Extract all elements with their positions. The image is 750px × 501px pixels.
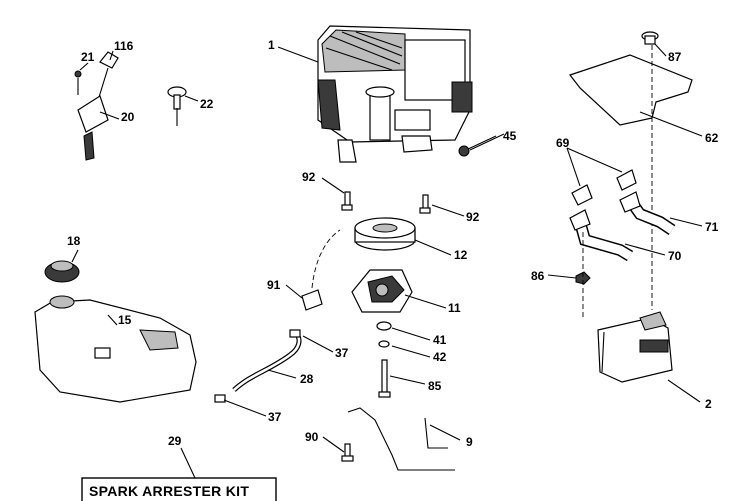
bolt-92-right [419,194,431,214]
label-91: 91 [267,278,281,292]
label-11: 11 [448,301,461,315]
label-70: 70 [668,249,682,263]
label-18: 18 [67,234,81,248]
label-37-top: 37 [335,346,349,360]
label-71: 71 [705,220,719,234]
label-22: 22 [200,97,214,111]
label-92-right: 92 [466,210,480,224]
leader-lines [71,43,703,479]
bolt-85 [378,359,391,398]
label-12: 12 [454,248,468,262]
label-41: 41 [433,333,447,347]
clamp-37-bottom [214,394,226,403]
engine [317,25,473,163]
spacer-91 [301,229,341,311]
spark-arrester-kit-box: SPARK ARRESTER KIT [81,477,277,501]
label-92-left: 92 [302,170,316,184]
clutch-11 [351,269,413,313]
label-2: 2 [705,397,712,411]
bolt-90 [341,443,354,462]
heat-shield-62 [569,54,693,126]
throttle-control [74,51,119,161]
rod-9 [347,407,455,471]
label-1: 1 [268,38,275,52]
label-29: 29 [168,434,182,448]
label-87: 87 [668,50,682,64]
gasket-69 [571,169,637,206]
label-85: 85 [428,379,442,393]
spark-arrester-kit-label: SPARK ARRESTER KIT [89,483,249,499]
pulley-12 [354,217,416,251]
label-9: 9 [466,435,473,449]
label-42: 42 [433,350,447,364]
label-90: 90 [305,430,319,444]
label-20: 20 [121,110,135,124]
washer-41 [376,321,392,331]
label-86: 86 [531,269,545,283]
bolt-92-left [341,191,353,211]
clamp-37-top [289,329,301,338]
label-116: 116 [114,39,134,53]
pipe-70 [569,209,634,262]
label-21: 21 [81,50,95,64]
bolt-87 [641,31,659,45]
knob-22 [167,86,187,126]
muffler-2 [597,311,673,383]
fuel-tank-15 [34,295,197,403]
label-37-bottom: 37 [268,410,282,424]
label-28: 28 [300,372,314,386]
label-62: 62 [705,131,719,145]
label-15: 15 [118,313,132,327]
label-69: 69 [556,136,570,150]
washer-42 [378,340,390,348]
bolt-45 [458,135,497,157]
part-labels: 1 116 21 20 22 45 92 92 12 91 11 41 42 8… [67,38,719,449]
pipe-71 [619,191,676,235]
fuel-line-28 [232,334,302,392]
label-45: 45 [503,129,517,143]
fuel-cap-18 [44,260,80,283]
